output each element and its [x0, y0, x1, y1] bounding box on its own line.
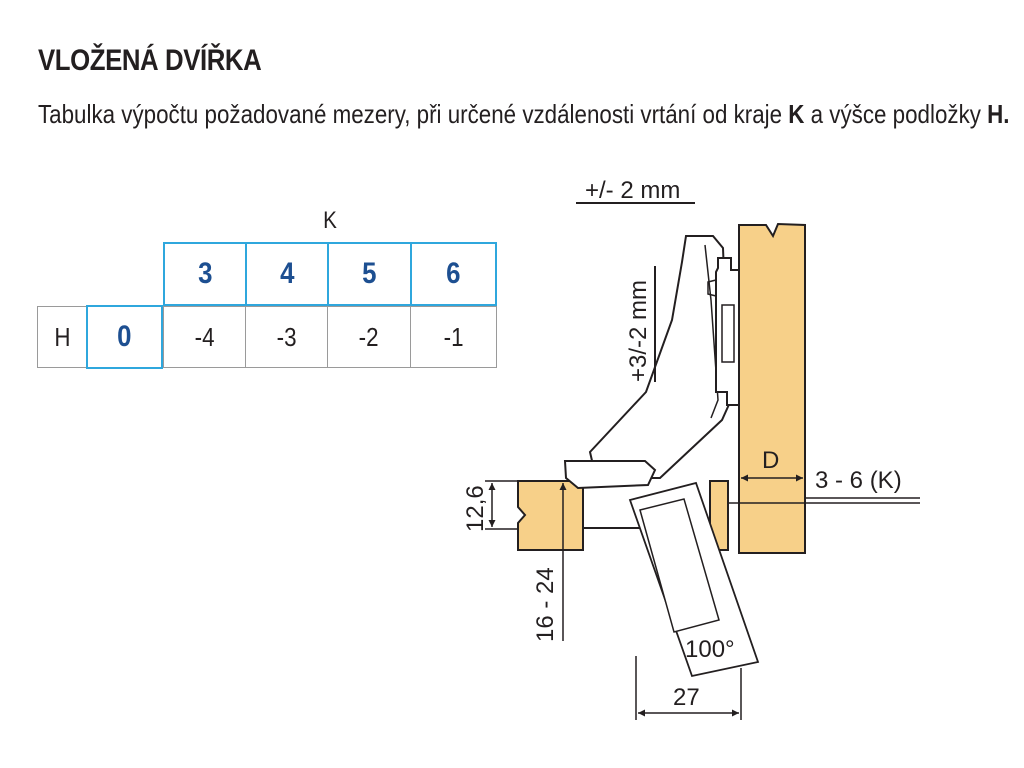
hinge-cup: [563, 460, 657, 490]
door-panel-left: [517, 480, 584, 551]
page-subtitle: Tabulka výpočtu požadované mezery, při u…: [38, 94, 1010, 134]
subtitle-h: H.: [987, 99, 1010, 129]
thickness-label: 12,6: [462, 485, 489, 532]
dimension-k-label: 3 - 6 (K): [815, 467, 902, 494]
tolerance-vertical-label: +3/-2 mm: [625, 280, 652, 382]
door-swing-inner: [639, 498, 720, 633]
subtitle-text-2: a výšce podložky: [804, 99, 988, 129]
width-label: 27: [673, 684, 700, 711]
subtitle-k: K: [788, 99, 805, 129]
tolerance-horizontal-label: +/- 2 mm: [585, 177, 680, 204]
dimension-d-label: D: [762, 447, 779, 474]
table-row-h-value: 0: [86, 305, 163, 369]
hinge-arm: [588, 235, 733, 479]
table-k-label: K: [323, 207, 337, 234]
mounting-plate-tab: [707, 279, 717, 297]
angle-label: 100°: [685, 636, 735, 663]
subtitle-text-1: Tabulka výpočtu požadované mezery, při u…: [38, 99, 789, 129]
page-title: VLOŽENÁ DVÍŘKA: [38, 44, 262, 77]
hinge-arm-edge: [704, 244, 719, 419]
cabinet-side-panel: [738, 222, 806, 554]
table-header-k6: 6: [410, 242, 497, 306]
door-thickness-label: 16 - 24: [532, 567, 559, 642]
mounting-plate-slot: [721, 304, 735, 363]
table-cell-k6: -1: [410, 306, 497, 368]
